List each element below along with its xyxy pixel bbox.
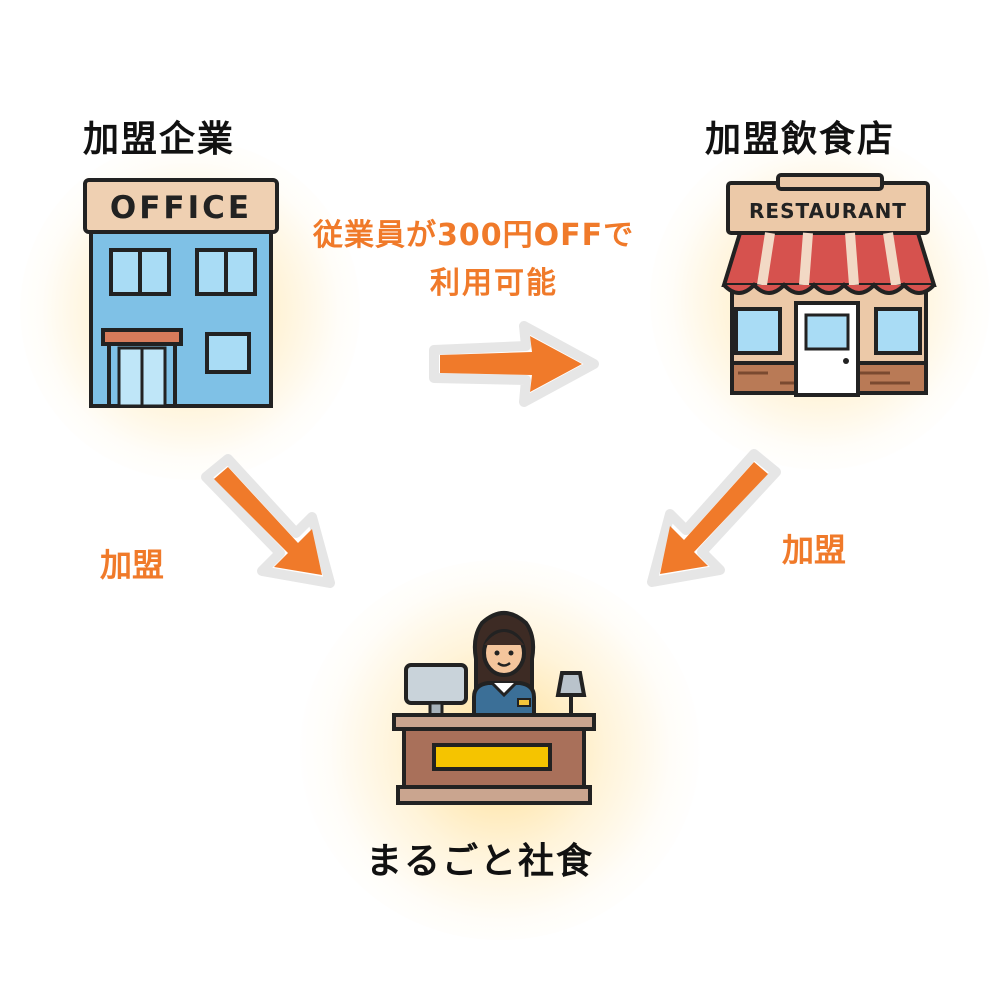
company-title: 加盟企業 xyxy=(83,119,236,160)
arrow-down-right-icon xyxy=(201,454,335,588)
join-label-left: 加盟 xyxy=(100,546,165,584)
benefit-label-line1: 従業員が300円OFFで xyxy=(313,218,635,253)
office-building-icon: OFFICE xyxy=(83,178,279,408)
join-label-right: 加盟 xyxy=(782,531,847,569)
benefit-label-line2: 利用可能 xyxy=(430,266,558,301)
service-title: まるごと社食 xyxy=(366,841,595,882)
arrow-right-icon xyxy=(429,321,599,407)
restaurant-building-icon: RESTAURANT xyxy=(721,173,937,397)
restaurant-sign-text: RESTAURANT xyxy=(749,199,907,223)
office-sign-text: OFFICE xyxy=(110,190,252,226)
reception-desk-icon xyxy=(392,611,596,805)
arrow-down-left-icon xyxy=(647,449,781,587)
restaurant-title: 加盟飲食店 xyxy=(705,119,896,160)
